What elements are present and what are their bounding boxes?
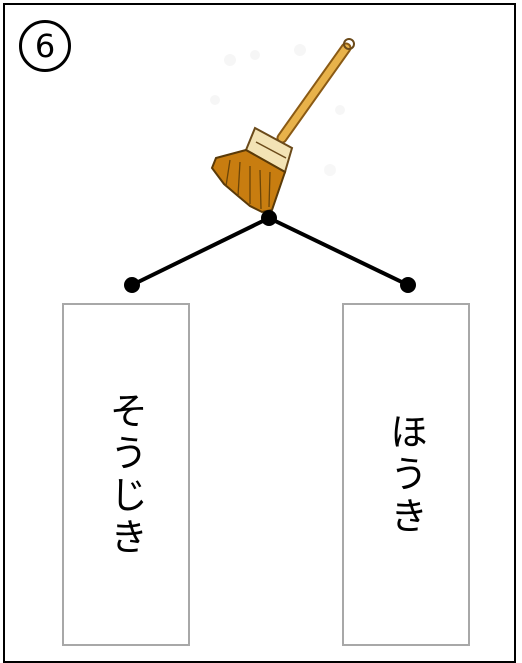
choice-label-right: ほうき xyxy=(383,411,428,538)
question-number: 6 xyxy=(19,20,71,72)
question-number-label: 6 xyxy=(34,27,56,65)
choice-box-right[interactable]: ほうき xyxy=(342,303,470,646)
choice-label-left: そうじき xyxy=(103,390,148,559)
choice-box-left[interactable]: そうじき xyxy=(62,303,190,646)
